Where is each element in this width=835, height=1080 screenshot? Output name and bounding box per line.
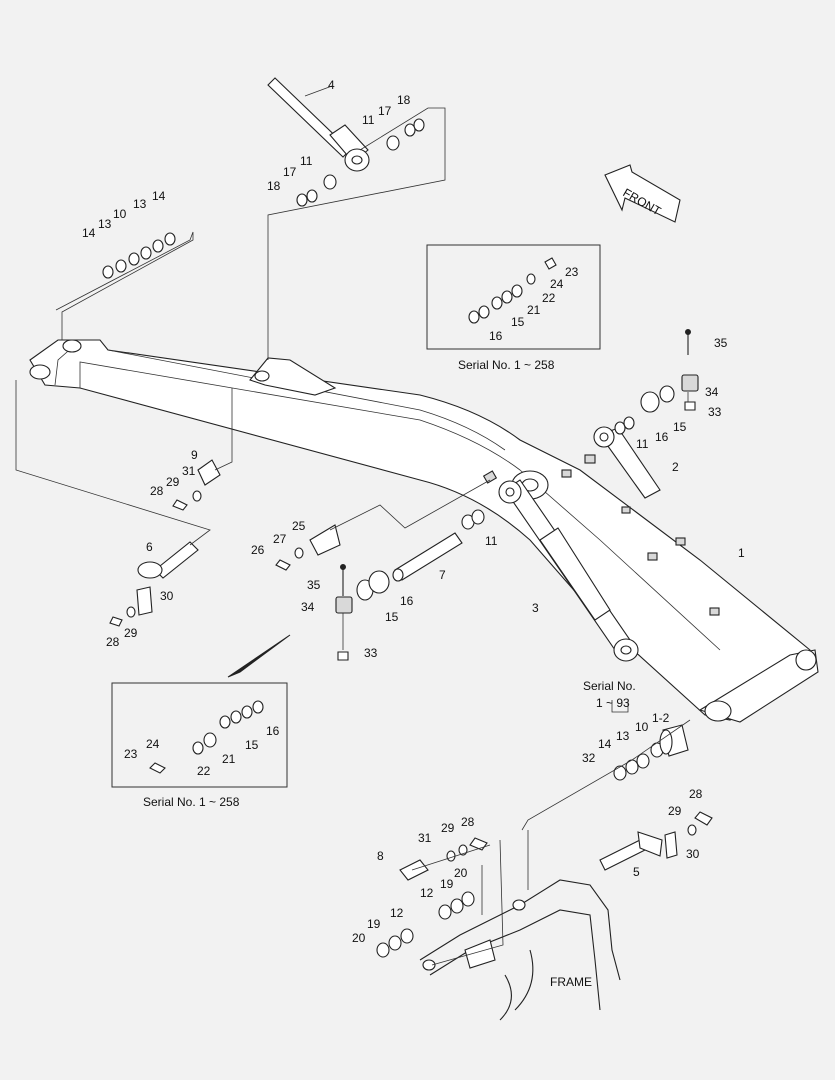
- callout-16: 16: [655, 430, 669, 444]
- washers: [102, 118, 697, 958]
- callout-34: 34: [705, 385, 719, 399]
- callout-23: 23: [565, 265, 579, 279]
- callout-21: 21: [527, 303, 541, 317]
- serial-right-line1: Serial No.: [583, 679, 636, 693]
- callout-14: 14: [598, 737, 612, 751]
- callout-28: 28: [106, 635, 120, 649]
- callout-1-2: 1-2: [652, 711, 670, 725]
- front-arrow: FRONT: [604, 164, 681, 223]
- callout-35: 35: [307, 578, 321, 592]
- callout-19: 19: [440, 877, 454, 891]
- callout-6: 6: [146, 540, 153, 554]
- callout-20: 20: [352, 931, 366, 945]
- callout-29: 29: [166, 475, 180, 489]
- callout-33: 33: [708, 405, 722, 419]
- callout-12: 12: [420, 886, 434, 900]
- callout-12: 12: [390, 906, 404, 920]
- callout-13: 13: [98, 217, 112, 231]
- callout-17: 17: [378, 104, 392, 118]
- callout-35: 35: [714, 336, 728, 350]
- callout-15: 15: [673, 420, 687, 434]
- callout-1: 1: [738, 546, 745, 560]
- callout-14: 14: [82, 226, 96, 240]
- frame: [419, 879, 621, 1021]
- callout-31: 31: [182, 464, 196, 478]
- callout-25: 25: [292, 519, 306, 533]
- callout-33: 33: [364, 646, 378, 660]
- callout-26: 26: [251, 543, 265, 557]
- callout-22: 22: [542, 291, 556, 305]
- callout-15: 15: [385, 610, 399, 624]
- callout-16: 16: [400, 594, 414, 608]
- callout-9: 9: [191, 448, 198, 462]
- callout-7: 7: [439, 568, 446, 582]
- callout-28: 28: [150, 484, 164, 498]
- callout-10: 10: [113, 207, 127, 221]
- frame-label: FRAME: [550, 975, 592, 989]
- rod-4: [267, 77, 370, 172]
- callouts: 4 18 17 11 11 17 18 14 13 10 13 14 23 24…: [82, 78, 745, 945]
- callout-21: 21: [222, 752, 236, 766]
- callout-28: 28: [461, 815, 475, 829]
- callout-24: 24: [550, 277, 564, 291]
- callout-28: 28: [689, 787, 703, 801]
- pins: [136, 332, 699, 881]
- serial-top-label: Serial No. 1 ~ 258: [458, 358, 555, 372]
- callout-15: 15: [511, 315, 525, 329]
- callout-34: 34: [301, 600, 315, 614]
- callout-30: 30: [160, 589, 174, 603]
- reference-boxes: Serial No. 1 ~ 258 Serial No. 1 ~ 258 Se…: [111, 244, 636, 989]
- callout-3: 3: [532, 601, 539, 615]
- callout-16: 16: [266, 724, 280, 738]
- callout-31: 31: [418, 831, 432, 845]
- boom: [29, 339, 819, 723]
- callout-32: 32: [582, 751, 596, 765]
- callout-16: 16: [489, 329, 503, 343]
- serial-left-label: Serial No. 1 ~ 258: [143, 795, 240, 809]
- callout-11: 11: [636, 437, 649, 451]
- callout-29: 29: [668, 804, 682, 818]
- callout-10: 10: [635, 720, 649, 734]
- callout-18: 18: [267, 179, 281, 193]
- callout-13: 13: [616, 729, 630, 743]
- callout-5: 5: [633, 865, 640, 879]
- callout-8: 8: [377, 849, 384, 863]
- callout-24: 24: [146, 737, 160, 751]
- callout-11: 11: [362, 113, 375, 127]
- callout-20: 20: [454, 866, 468, 880]
- callout-11: 11: [300, 154, 313, 168]
- callout-13: 13: [133, 197, 147, 211]
- callout-19: 19: [367, 917, 381, 931]
- callout-22: 22: [197, 764, 211, 778]
- callout-23: 23: [124, 747, 138, 761]
- callout-15: 15: [245, 738, 259, 752]
- callout-30: 30: [686, 847, 700, 861]
- leader-lines: [15, 85, 691, 966]
- callout-11: 11: [485, 534, 498, 548]
- callout-29: 29: [441, 821, 455, 835]
- callout-4: 4: [328, 78, 335, 92]
- callout-18: 18: [397, 93, 411, 107]
- cylinder-2: [593, 426, 661, 499]
- callout-2: 2: [672, 460, 679, 474]
- callout-14: 14: [152, 189, 166, 203]
- cylinder-3: [498, 479, 639, 662]
- serial-right-line2: 1 ~ 93: [596, 696, 630, 710]
- callout-27: 27: [273, 532, 287, 546]
- callout-29: 29: [124, 626, 138, 640]
- bolts: [109, 257, 713, 851]
- callout-17: 17: [283, 165, 297, 179]
